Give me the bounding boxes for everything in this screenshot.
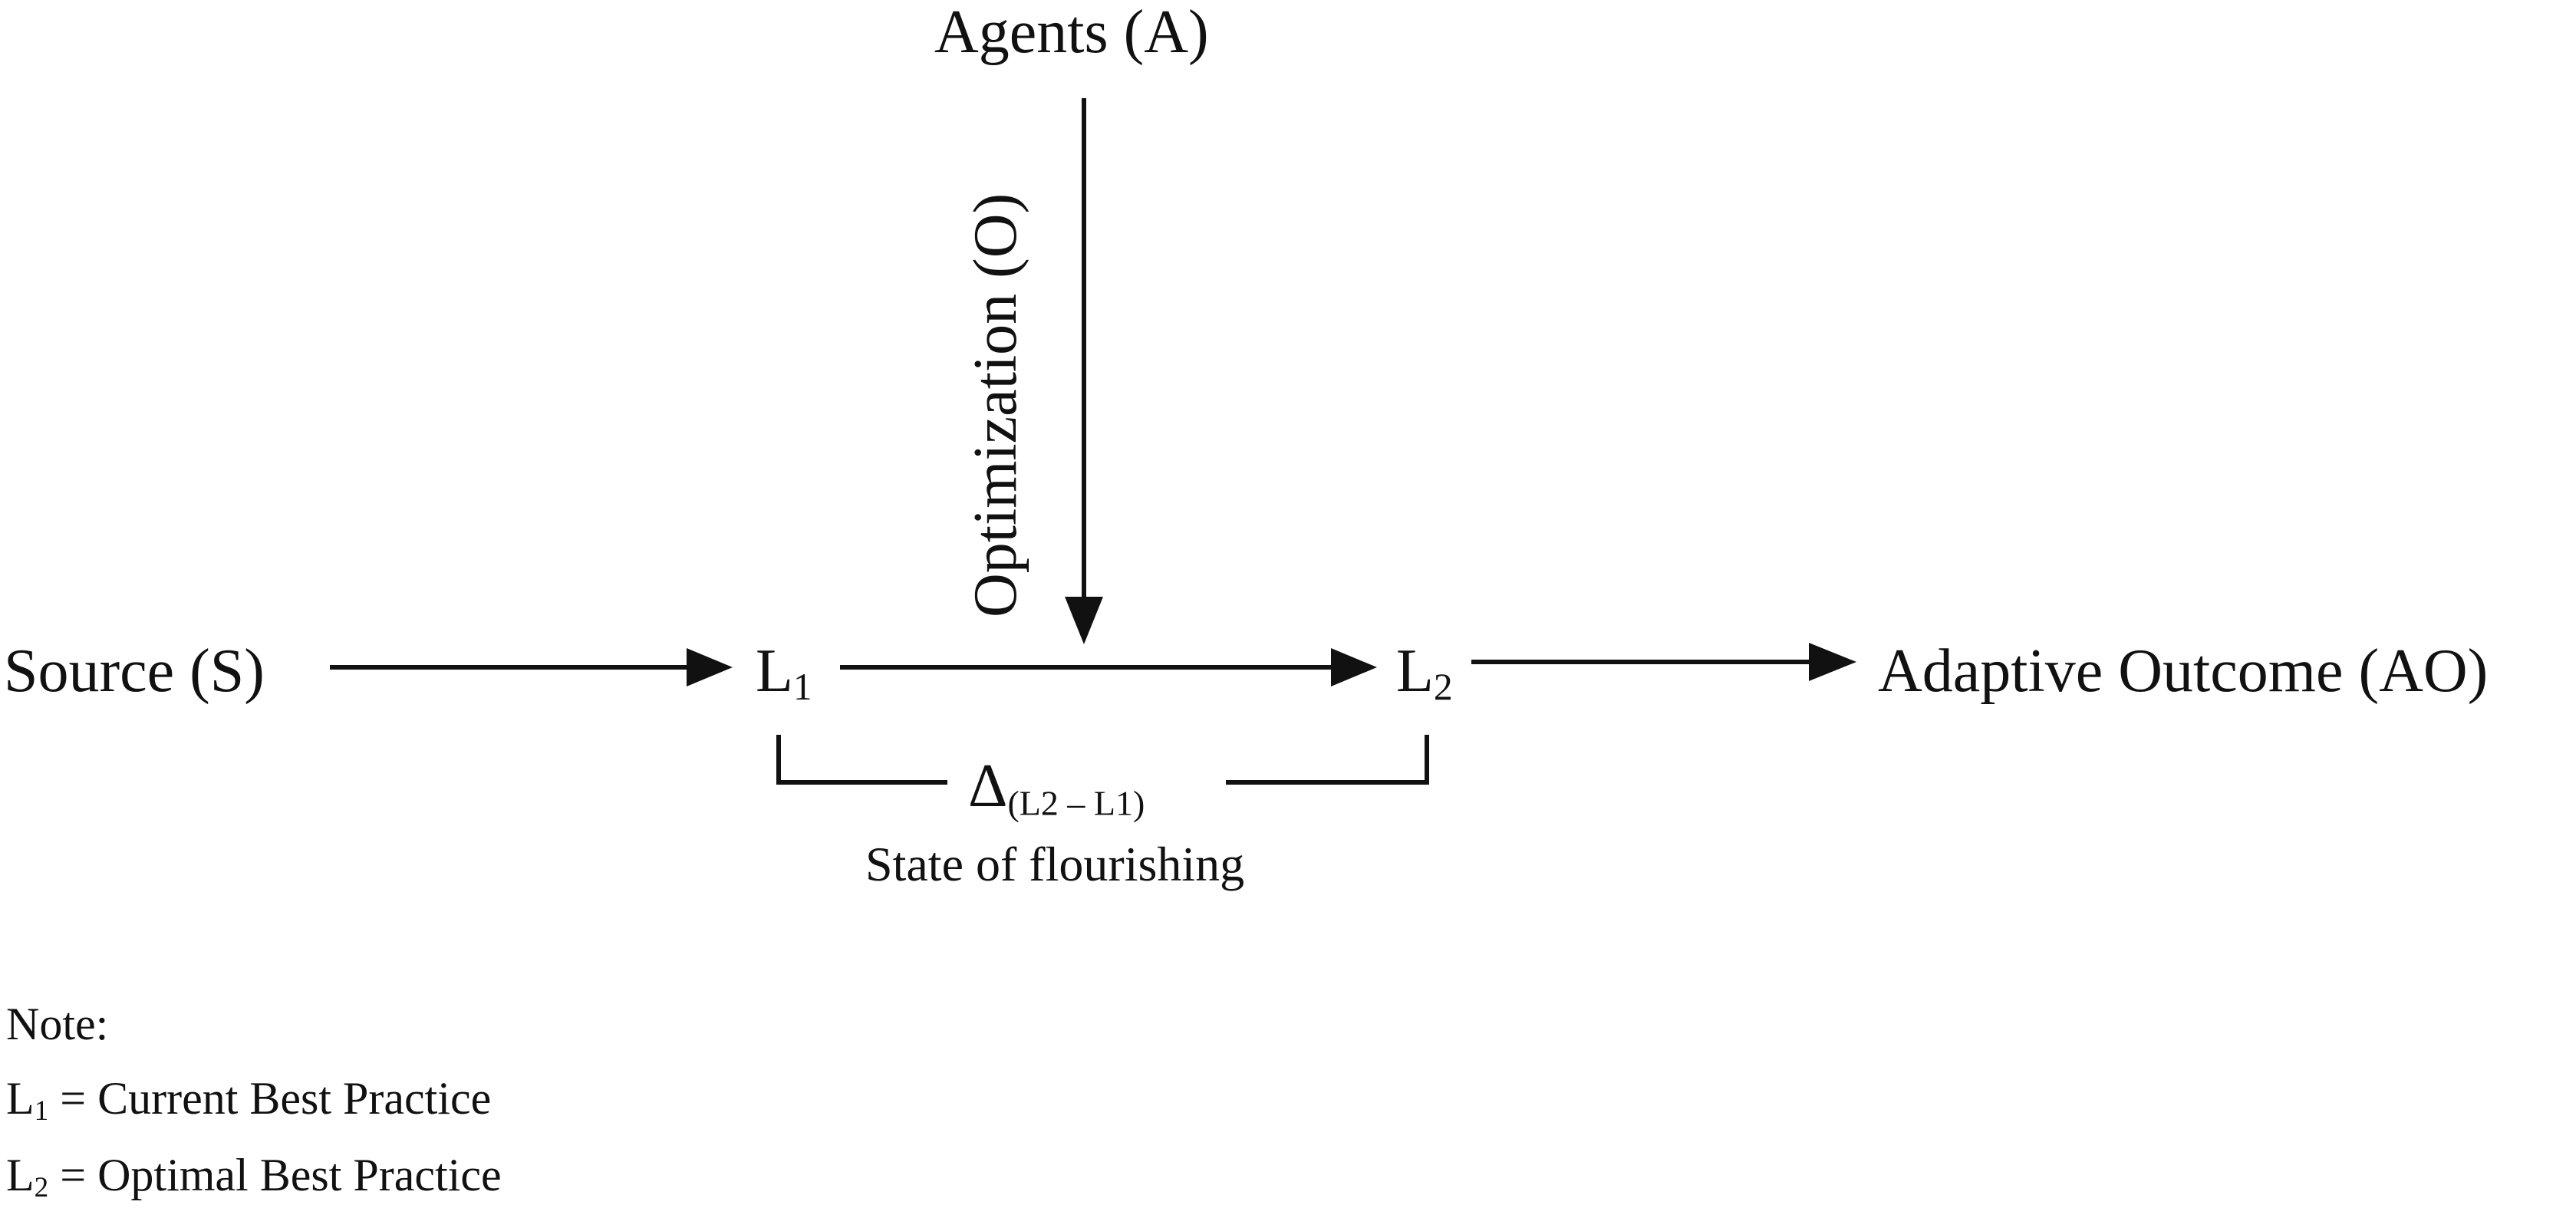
note-item-l2: L2 = Optimal Best Practice xyxy=(6,1152,502,1202)
l2-letter: L xyxy=(1396,637,1434,705)
gap-caption: State of flourishing xyxy=(865,837,1245,891)
arrow-l2-to-outcome xyxy=(1471,643,1856,681)
note-l1-letter: L xyxy=(6,1073,35,1124)
l2-node: L2 xyxy=(1396,640,1453,706)
note-l1-text: = Current Best Practice xyxy=(48,1073,492,1124)
note-heading: Note: xyxy=(6,999,109,1049)
delta-label: Δ(L2 – L1) xyxy=(968,755,1145,821)
note-item-l1: L1 = Current Best Practice xyxy=(6,1075,491,1125)
note-l1-subscript: 1 xyxy=(34,1095,49,1127)
note-l2-letter: L xyxy=(6,1150,35,1200)
l2-subscript: 2 xyxy=(1433,665,1453,708)
optimization-label: Optimization (O) xyxy=(962,193,1029,617)
arrow-l1-to-l2 xyxy=(840,648,1377,686)
note-l2-text: = Optimal Best Practice xyxy=(48,1150,502,1200)
l1-subscript: 1 xyxy=(792,665,812,708)
delta-symbol: Δ xyxy=(968,752,1008,820)
l1-node: L1 xyxy=(756,640,812,706)
l1-letter: L xyxy=(756,637,793,705)
arrow-agents-down xyxy=(1065,98,1103,644)
arrow-source-to-l1 xyxy=(330,648,733,686)
outcome-label: Adaptive Outcome (AO) xyxy=(1878,637,2489,705)
note-l2-subscript: 2 xyxy=(34,1172,49,1204)
gap-bracket xyxy=(776,735,1429,785)
agents-label: Agents (A) xyxy=(934,0,1209,66)
source-label: Source (S) xyxy=(4,637,265,705)
delta-subscript: (L2 – L1) xyxy=(1007,783,1145,823)
